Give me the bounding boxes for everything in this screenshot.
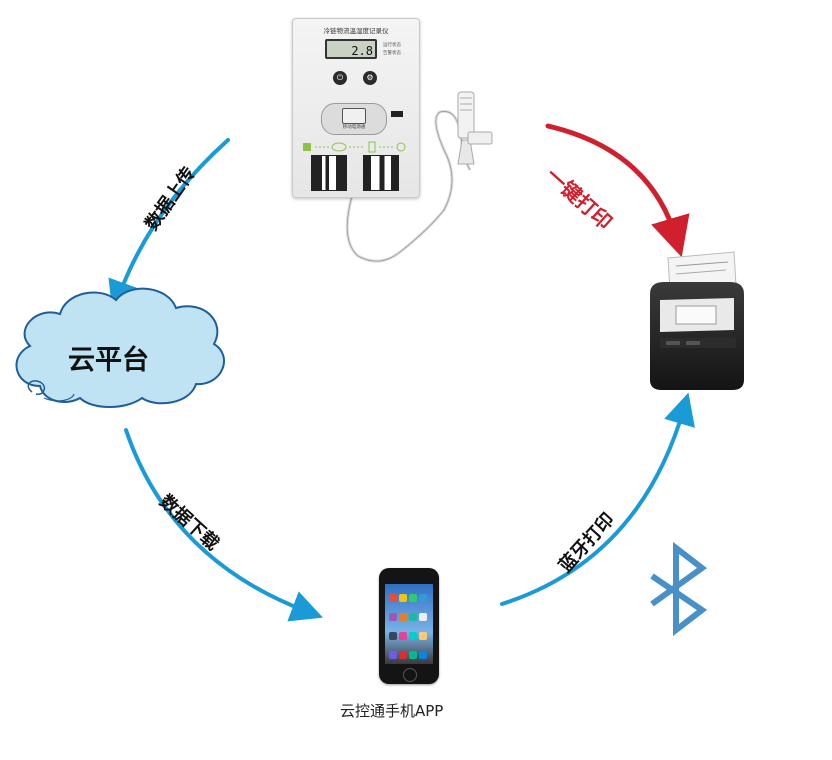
cloud-shape: [15, 287, 225, 408]
power-icon[interactable]: ⏻: [333, 71, 347, 85]
thermal-printer: [650, 251, 744, 390]
home-button: [403, 668, 417, 682]
settings-icon[interactable]: ⚙: [363, 71, 377, 85]
flow-strip: [303, 141, 406, 153]
app-icon-grid: [388, 588, 430, 664]
phone-screen: [385, 584, 433, 664]
status-line-running: 运行状态: [383, 43, 401, 48]
sensor-probe: [457, 91, 493, 165]
status-line-alarm: 告警状态: [383, 51, 401, 56]
smartphone: [379, 568, 439, 684]
upload-arrow: [108, 138, 230, 314]
bluetooth-print-arrow: [500, 392, 695, 606]
charging-slot: 移动电源通: [321, 103, 387, 135]
download-arrow: [124, 428, 323, 622]
bluetooth-icon: [650, 541, 708, 637]
slot-label: 移动电源通: [342, 125, 366, 130]
temperature-logger: 冷链物流温湿度记录仪 2.8 运行状态 告警状态 ⏻ ⚙ 移动电源通: [292, 18, 420, 198]
one-key-print-arrow: [545, 123, 690, 258]
slot-inner: [342, 108, 366, 124]
battery-icon: [391, 111, 403, 117]
app-label: 云控通手机APP: [340, 702, 444, 720]
cloud-label: 云平台: [68, 345, 149, 376]
device-title: 冷链物流温湿度记录仪: [323, 27, 389, 35]
lcd-display: 2.8: [325, 39, 377, 59]
qr-code-left: [311, 155, 347, 191]
qr-code-right: [363, 155, 399, 191]
